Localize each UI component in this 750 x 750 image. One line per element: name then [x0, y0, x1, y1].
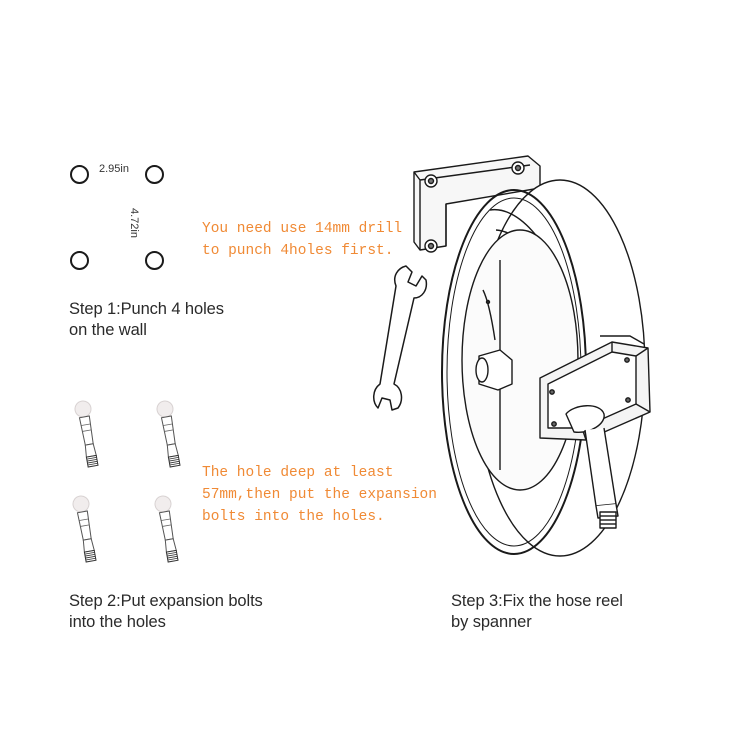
hole-spacing-horizontal-label: 2.95in	[99, 163, 129, 175]
step1-label-line1: Step 1:Punch 4 holes	[69, 300, 224, 318]
depth-note-line2: 57mm,then put the expansion	[202, 487, 437, 503]
drill-note-line1: You need use 14mm drill	[202, 221, 403, 237]
step3-label-line1: Step 3:Fix the hose reel	[451, 592, 623, 610]
step1-label-line2: on the wall	[69, 321, 147, 339]
wall-hole-icon	[70, 251, 89, 270]
wall-hole-icon	[145, 251, 164, 270]
wall-hole-icon	[70, 165, 89, 184]
wall-hole-icon	[145, 165, 164, 184]
depth-note-line1: The hole deep at least	[202, 465, 394, 481]
step2-label-line1: Step 2:Put expansion bolts	[69, 592, 263, 610]
depth-note-line3: bolts into the holes.	[202, 509, 385, 525]
step3-label-line2: by spanner	[451, 613, 532, 631]
step2-label-line2: into the holes	[69, 613, 166, 631]
spanner-icon	[373, 265, 428, 411]
drill-note-line2: to punch 4holes first.	[202, 243, 394, 259]
